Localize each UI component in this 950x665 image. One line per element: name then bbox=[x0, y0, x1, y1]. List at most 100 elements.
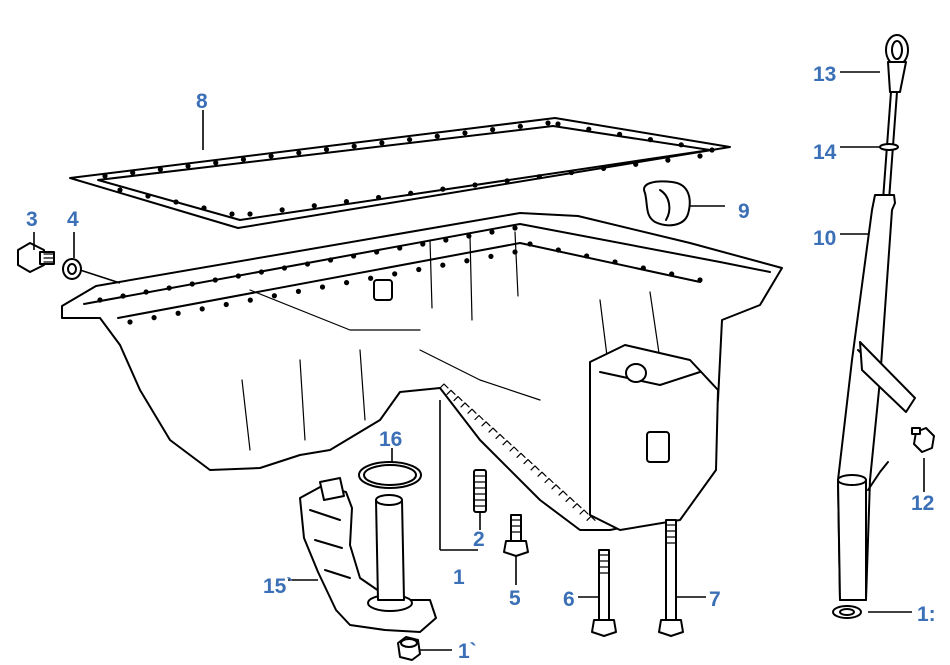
bolt-hole bbox=[268, 153, 274, 159]
label-17: 1: bbox=[917, 603, 936, 626]
bolt-hole bbox=[151, 315, 157, 321]
dipstick-guide-tube bbox=[837, 194, 916, 601]
bolt-hole bbox=[633, 161, 639, 167]
bolt-hole bbox=[568, 169, 575, 176]
bolt-hole bbox=[279, 207, 285, 213]
serration-tooth bbox=[481, 421, 491, 427]
bolt-hole bbox=[173, 199, 179, 205]
longer-bolt bbox=[658, 519, 684, 637]
bolt-hole bbox=[488, 253, 494, 259]
bolt-hole bbox=[120, 293, 126, 299]
bolt-hole bbox=[440, 186, 446, 192]
o-ring bbox=[358, 461, 422, 489]
serration-tooth bbox=[586, 515, 596, 521]
bolt-hole bbox=[295, 288, 302, 294]
bolt-hole bbox=[617, 131, 623, 137]
bolt-hole bbox=[175, 310, 181, 316]
drain-plug bbox=[17, 242, 55, 273]
label-4: 4 bbox=[67, 208, 79, 231]
bolt-hole bbox=[489, 229, 495, 235]
stud bbox=[473, 469, 487, 513]
oil-pickup-tube bbox=[299, 477, 437, 633]
bolt-hole bbox=[213, 160, 219, 166]
bolt-hole bbox=[665, 157, 671, 163]
bolt-hole bbox=[304, 261, 311, 267]
serration-tooth bbox=[495, 433, 505, 439]
bolt-hole bbox=[130, 170, 136, 176]
bolt-hole bbox=[319, 284, 326, 290]
label-14: 14 bbox=[813, 141, 837, 164]
tube-bolt bbox=[911, 427, 935, 453]
label-15: 15` bbox=[263, 575, 293, 598]
bolt-hole bbox=[374, 249, 380, 255]
bolt-hole bbox=[240, 156, 247, 163]
bolt-hole bbox=[157, 166, 163, 172]
serration-tooth bbox=[565, 496, 575, 502]
bolt-hole bbox=[247, 211, 253, 217]
label-9: 9 bbox=[738, 200, 750, 223]
serration-tooth bbox=[544, 477, 554, 484]
serration-tooth bbox=[467, 408, 477, 414]
label-7: 7 bbox=[709, 588, 721, 611]
serration-tooth bbox=[446, 389, 456, 395]
bolt-hole bbox=[408, 190, 414, 196]
bolt-hole bbox=[472, 182, 478, 188]
bolt-hole bbox=[258, 269, 264, 275]
bolt-hole bbox=[343, 280, 350, 286]
bolt-hole bbox=[434, 133, 440, 139]
bolt-hole bbox=[368, 275, 374, 281]
bolt-hole bbox=[271, 293, 277, 299]
label-6: 6 bbox=[563, 588, 575, 611]
bolt-hole bbox=[490, 127, 496, 133]
serration-tooth bbox=[474, 414, 484, 421]
label-16: 16 bbox=[379, 428, 402, 451]
bolt-hole bbox=[117, 187, 123, 193]
rubber-plug bbox=[643, 180, 691, 227]
part-labels: 8 9 3 4 13 14 10 12 16 15` 2 1 5 6 7 1` … bbox=[26, 63, 936, 663]
bolt-hole bbox=[102, 173, 108, 179]
label-13: 13 bbox=[813, 63, 836, 86]
bolt-hole bbox=[311, 203, 317, 209]
bolt-hole bbox=[97, 297, 103, 303]
bolt-hole bbox=[612, 259, 618, 265]
bolt-hole bbox=[375, 194, 382, 201]
serration-tooth bbox=[572, 503, 582, 509]
bolt-hole bbox=[517, 123, 523, 129]
bolt-hole bbox=[640, 265, 646, 271]
bolt-hole bbox=[145, 193, 151, 199]
serration-tooth bbox=[509, 446, 519, 452]
serration-tooth bbox=[530, 465, 540, 471]
bolt-hole bbox=[527, 241, 533, 247]
serration-tooth bbox=[579, 509, 589, 515]
label-5: 5 bbox=[509, 587, 521, 610]
bolt-hole bbox=[189, 281, 195, 287]
bolt-hole bbox=[420, 241, 426, 247]
serration-tooth bbox=[537, 471, 547, 477]
bolt-hole bbox=[343, 198, 350, 205]
bolt-hole bbox=[555, 121, 561, 127]
bolt-hole bbox=[392, 271, 398, 277]
bolt-hole bbox=[647, 137, 654, 143]
serration-tooth bbox=[453, 396, 463, 402]
bolt-hole bbox=[235, 273, 241, 279]
bolt-hole bbox=[697, 153, 703, 159]
bolt-hole bbox=[504, 178, 510, 184]
bolt-hole bbox=[440, 262, 446, 268]
bolt-hole bbox=[709, 147, 715, 153]
bolt-hole bbox=[201, 205, 207, 211]
bolt-hole bbox=[512, 225, 518, 231]
bolt-hole bbox=[166, 285, 172, 291]
bolt-hole bbox=[466, 233, 472, 239]
nut bbox=[397, 636, 421, 661]
bolt-hole bbox=[281, 265, 288, 271]
serration-tooth bbox=[558, 490, 568, 496]
bolt-hole bbox=[397, 245, 403, 251]
label-2: 2 bbox=[473, 528, 485, 551]
dipstick bbox=[879, 34, 909, 201]
bolt-hole bbox=[351, 253, 357, 259]
label-1-bottom: 1` bbox=[458, 640, 477, 663]
bolt-hole bbox=[586, 126, 592, 132]
bolt-hole bbox=[185, 163, 191, 169]
serration-tooth bbox=[502, 440, 512, 446]
